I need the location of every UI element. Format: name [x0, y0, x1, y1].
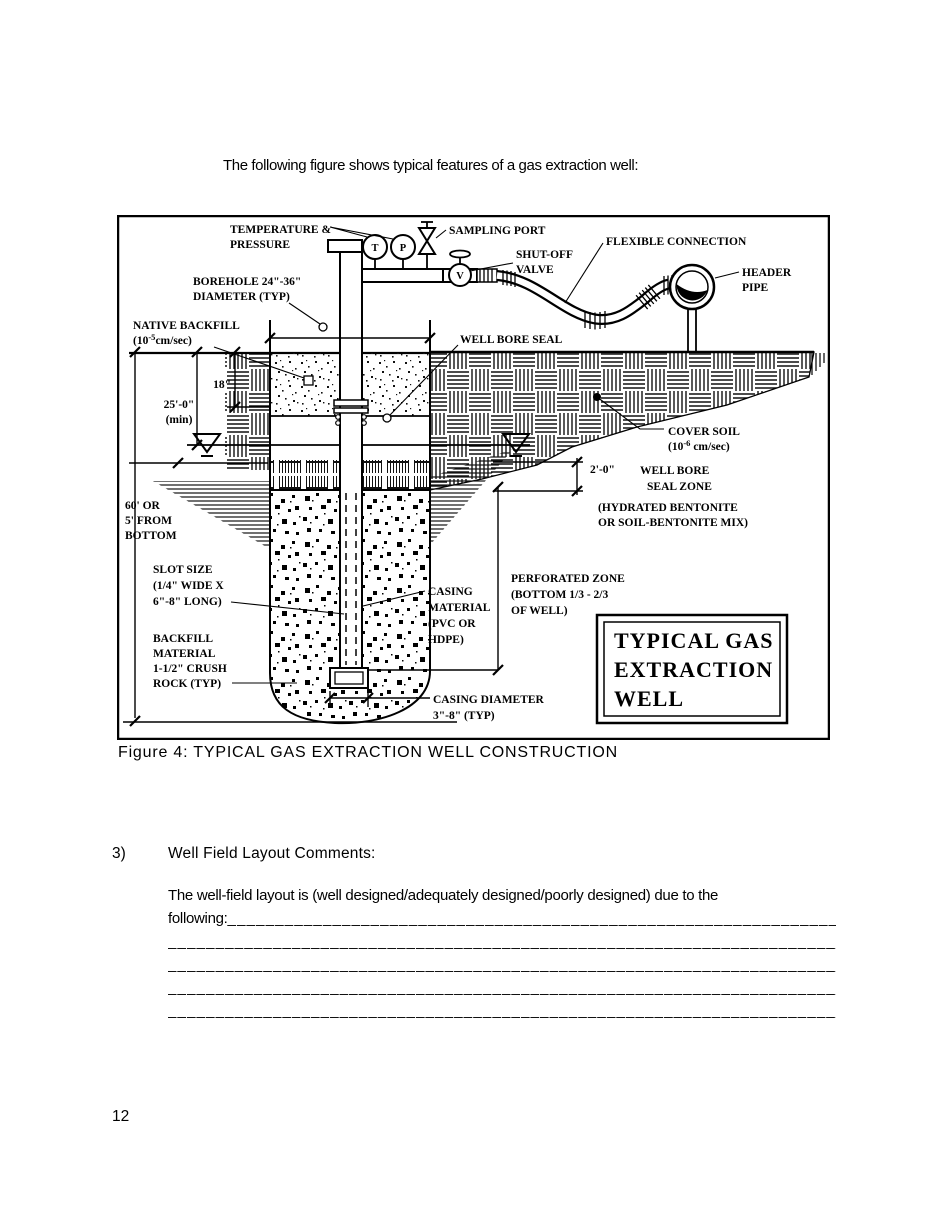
title-box-line2: EXTRACTION — [614, 657, 773, 682]
fill-in-blank-lines: ________________________________________… — [168, 930, 836, 1022]
label-dim-18: 18" — [213, 379, 231, 391]
svg-text:6"-8" LONG): 6"-8" LONG) — [153, 596, 222, 608]
blank-line-2: ________________________________________… — [168, 956, 836, 973]
perforated-casing-slots — [345, 493, 357, 665]
well-cap — [327, 239, 363, 253]
cover-soil-anchor — [593, 393, 601, 401]
svg-text:BOTTOM: BOTTOM — [125, 530, 177, 542]
diagram-labels: TEMPERATURE & PRESSURE SAMPLING PORT SHU… — [125, 224, 792, 722]
pressure-gauge-icon — [390, 234, 416, 260]
label-native-backfill: NATIVE BACKFILL — [133, 320, 240, 332]
svg-text:(PVC OR: (PVC OR — [428, 618, 476, 630]
svg-text:(min): (min) — [166, 414, 193, 426]
svg-text:HDPE): HDPE) — [428, 634, 464, 646]
svg-text:3"-8" (TYP): 3"-8" (TYP) — [433, 710, 495, 722]
label-casing-diameter: CASING DIAMETER — [433, 694, 545, 706]
blank-line-3: ________________________________________… — [168, 979, 836, 996]
blank-line-1: ________________________________________… — [168, 933, 836, 950]
leader-lines — [213, 226, 740, 684]
label-borehole-diameter: BOREHOLE 24"-36" — [193, 276, 301, 288]
label-backfill-material: BACKFILL — [153, 633, 213, 645]
svg-text:OR SOIL-BENTONITE MIX): OR SOIL-BENTONITE MIX) — [598, 517, 748, 529]
svg-text:PIPE: PIPE — [742, 282, 769, 294]
dimension-ticks — [129, 332, 583, 727]
dimension-lines — [123, 337, 583, 723]
label-temperature-pressure: TEMPERATURE & — [230, 224, 331, 236]
label-cover-soil: COVER SOIL — [668, 426, 740, 438]
section-title: Well Field Layout Comments: — [168, 845, 376, 862]
well-diagram-svg: T P V — [116, 214, 831, 741]
shut-off-valve-letter: V — [456, 271, 464, 282]
figure-caption: Figure 4: TYPICAL GAS EXTRACTION WELL CO… — [118, 744, 618, 761]
svg-text:DIAMETER (TYP): DIAMETER (TYP) — [193, 291, 290, 303]
svg-text:OF WELL): OF WELL) — [511, 605, 568, 617]
pressure-gauge-letter: P — [400, 243, 407, 254]
diagram-title-box: TYPICAL GAS EXTRACTION WELL — [595, 613, 789, 725]
label-sampling-port: SAMPLING PORT — [449, 225, 546, 237]
borehole-leader-anchor — [318, 322, 328, 332]
label-seal-zone-note: (HYDRATED BENTONITE — [598, 502, 738, 514]
wellhead-assembly: T P V — [327, 221, 716, 353]
paragraph-line2-label: following: — [168, 910, 228, 927]
svg-text:ROCK (TYP): ROCK (TYP) — [153, 678, 221, 690]
left-hatch-wedge — [153, 481, 270, 549]
native-backfill-anchor — [303, 375, 314, 386]
temperature-gauge-icon — [362, 234, 388, 260]
temperature-gauge-letter: T — [371, 243, 378, 254]
svg-text:VALVE: VALVE — [516, 264, 554, 276]
well-bore-seal-anchor — [382, 413, 392, 423]
svg-text:(10-5cm/sec): (10-5cm/sec) — [133, 332, 192, 347]
label-dim-60: 60' OR — [125, 500, 161, 512]
section-number: 3) — [112, 845, 126, 862]
label-casing-material: CASING — [428, 586, 473, 598]
label-shut-off-valve: SHUT-OFF — [516, 249, 573, 261]
label-header-pipe: HEADER — [742, 267, 792, 279]
svg-text:MATERIAL: MATERIAL — [428, 602, 491, 614]
svg-text:(BOTTOM 1/3 - 2/3: (BOTTOM 1/3 - 2/3 — [511, 589, 608, 601]
label-perforated-zone: PERFORATED ZONE — [511, 573, 625, 585]
svg-text:(10-6 cm/sec): (10-6 cm/sec) — [668, 438, 730, 453]
well-casing — [329, 251, 369, 689]
well-diagram-figure: T P V — [116, 214, 831, 741]
comments-paragraph: The well-field layout is (well designed/… — [168, 884, 836, 930]
svg-text:1-1/2" CRUSH: 1-1/2" CRUSH — [153, 663, 227, 675]
title-box-line3: WELL — [614, 686, 684, 711]
svg-text:(1/4" WIDE X: (1/4" WIDE X — [153, 580, 224, 592]
label-dim-25: 25'-0" — [164, 399, 195, 411]
right-hatch-wedge — [430, 449, 513, 545]
flexible-hose — [476, 268, 673, 330]
fill-in-blank-inline: ________________________________________… — [227, 910, 836, 927]
label-dim-2ft: 2'-0" — [590, 464, 615, 476]
label-seal-zone: WELL BORE — [640, 465, 710, 477]
label-flexible-connection: FLEXIBLE CONNECTION — [606, 236, 747, 248]
page-number: 12 — [112, 1108, 130, 1125]
blank-line-4: ________________________________________… — [168, 1002, 836, 1019]
svg-text:SEAL ZONE: SEAL ZONE — [647, 481, 712, 493]
horizontal-pipe — [361, 268, 444, 283]
casing-flange — [333, 399, 369, 407]
svg-text:MATERIAL: MATERIAL — [153, 648, 216, 660]
shut-off-valve-icon: V — [442, 249, 478, 287]
title-box-line1: TYPICAL GAS — [614, 628, 774, 653]
intro-text: The following figure shows typical featu… — [223, 157, 639, 174]
svg-text:5' FROM: 5' FROM — [125, 515, 172, 527]
label-slot-size: SLOT SIZE — [153, 564, 213, 576]
header-pipe-icon — [668, 263, 716, 353]
label-well-bore-seal: WELL BORE SEAL — [460, 334, 563, 346]
sampling-port-valve-icon — [417, 221, 437, 269]
paragraph-line1: The well-field layout is (well designed/… — [168, 887, 719, 904]
svg-text:PRESSURE: PRESSURE — [230, 239, 290, 251]
